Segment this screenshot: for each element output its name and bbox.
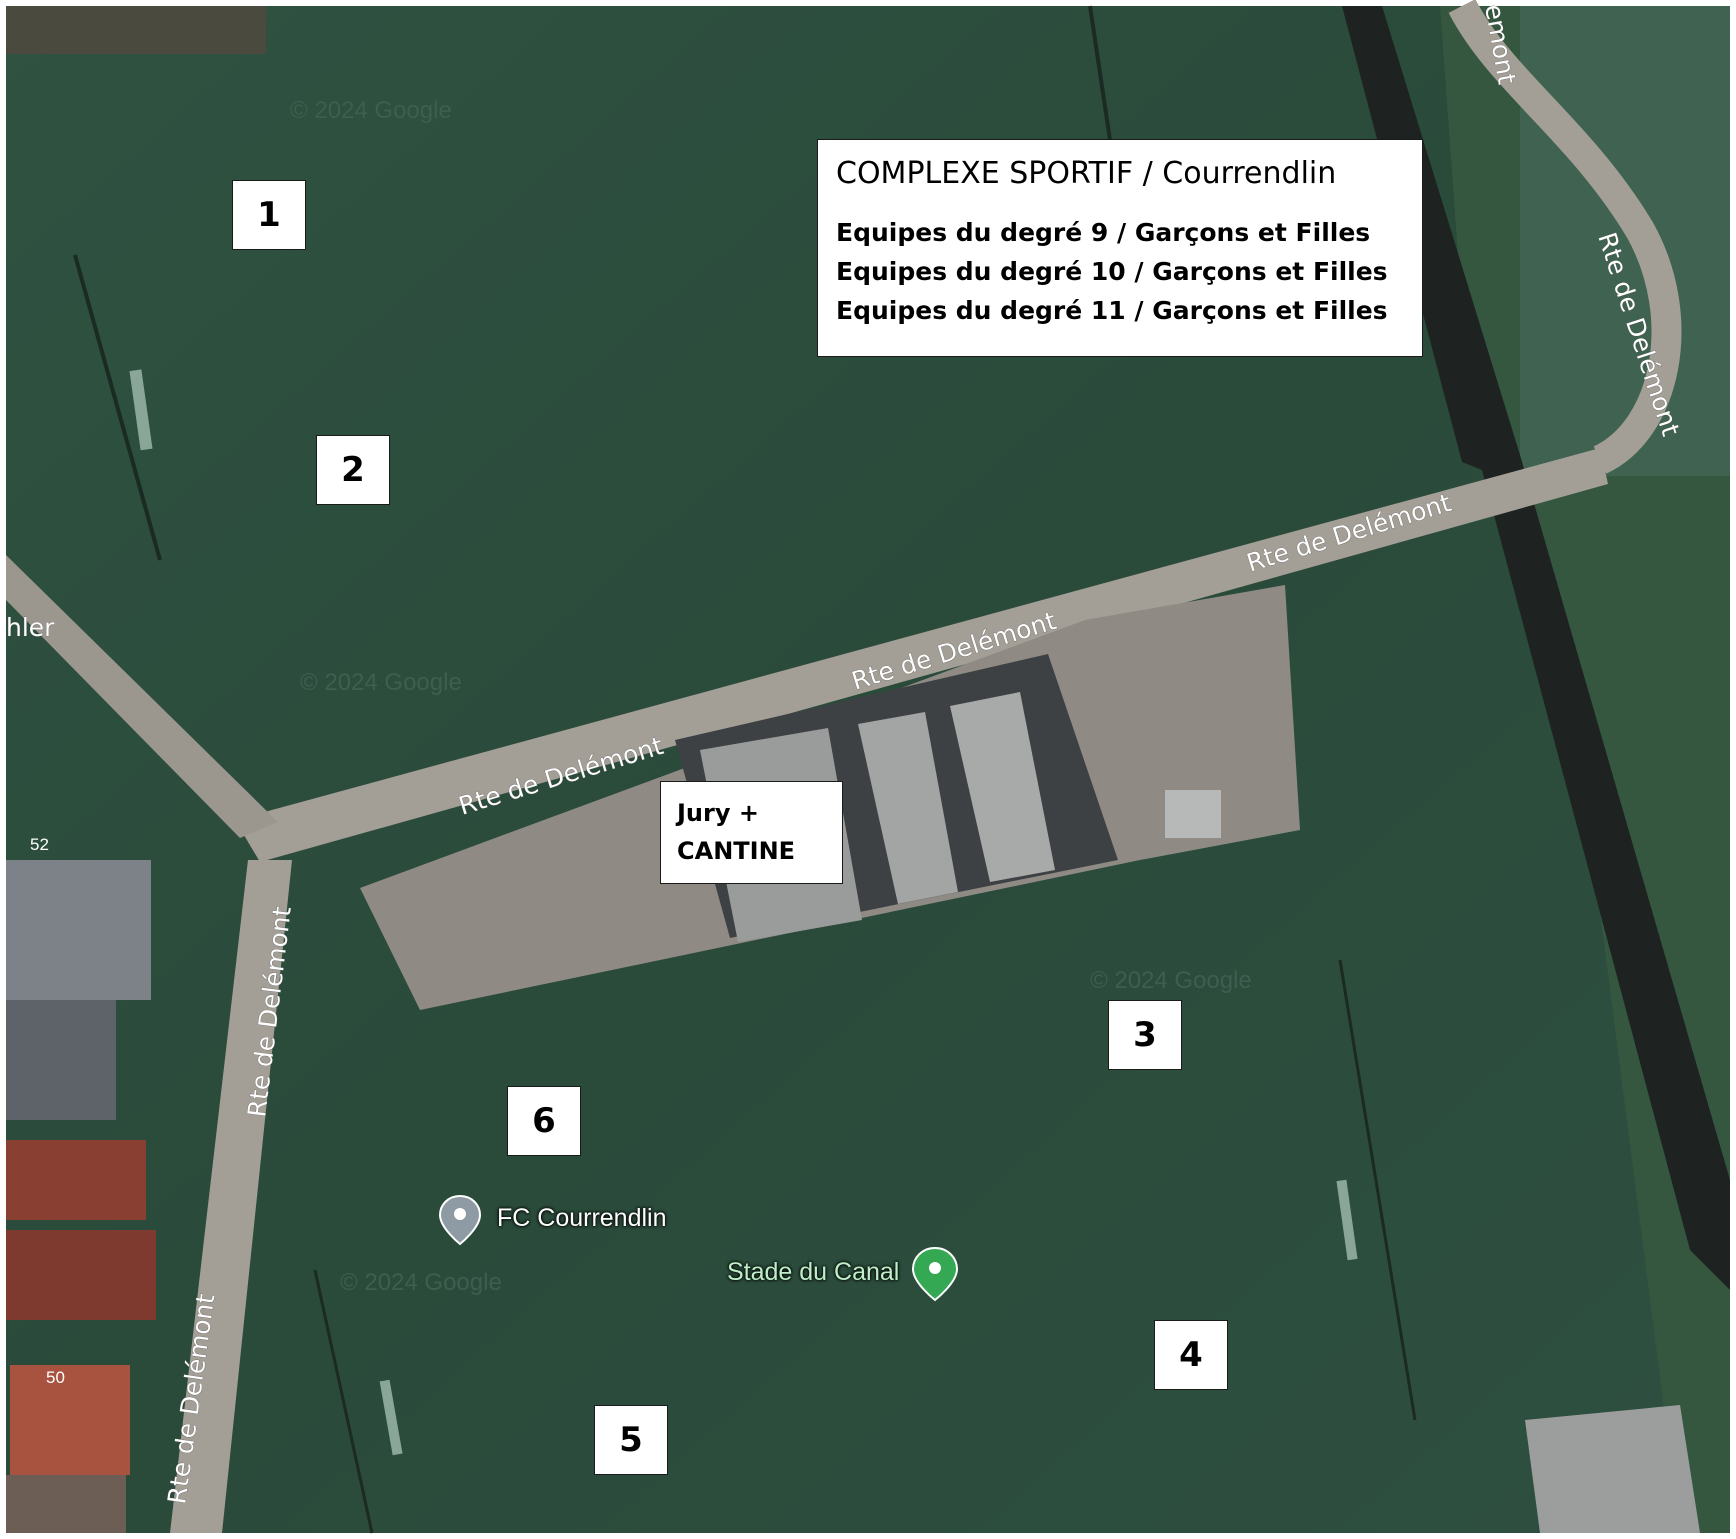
jury-line: Jury +	[677, 799, 759, 827]
poi-stade-du-canal[interactable]: Stade du Canal	[727, 1258, 900, 1286]
watermark-4: © 2024 Google	[340, 1269, 502, 1296]
left-road	[170, 860, 292, 1533]
goal-1	[129, 369, 153, 451]
road-curve-right	[1448, 0, 1682, 474]
building-bottom-right	[1525, 1405, 1700, 1533]
pin-green-icon[interactable]	[911, 1246, 959, 1302]
house-5	[10, 1365, 130, 1475]
crop-field	[1520, 6, 1730, 476]
house-1	[6, 860, 151, 1000]
field-label-5: 5	[594, 1405, 668, 1475]
upper-left-road	[6, 555, 278, 838]
house-3	[6, 1140, 146, 1220]
canal	[1342, 6, 1730, 1290]
info-line-3: Equipes du degré 11 / Garçons et Filles	[836, 296, 1388, 325]
pin-grey-icon[interactable]	[438, 1194, 482, 1246]
goal-3	[379, 1379, 403, 1456]
light-post-3	[1338, 959, 1417, 1421]
house-number-50: 50	[46, 1368, 65, 1387]
light-post-4	[313, 1269, 374, 1534]
house-2	[6, 1000, 116, 1120]
cantine-line: CANTINE	[677, 837, 796, 865]
house-4	[6, 1230, 156, 1320]
road-label-partial: hler	[6, 613, 55, 642]
field-label-3: 3	[1108, 1000, 1182, 1070]
small-shed	[1165, 790, 1221, 838]
field-label-1: 1	[232, 180, 306, 250]
watermark-2: © 2024 Google	[300, 669, 462, 696]
jury-cantine-box: Jury + CANTINE	[660, 781, 843, 884]
building-roof-2	[858, 712, 958, 904]
house-number-52: 52	[30, 835, 49, 854]
light-post-1	[73, 254, 162, 561]
goal-2	[1336, 1179, 1358, 1261]
info-line-1: Equipes du degré 9 / Garçons et Filles	[836, 218, 1371, 247]
field-label-4: 4	[1154, 1320, 1228, 1390]
light-post-2	[1088, 5, 1112, 141]
info-title: COMPLEXE SPORTIF / Courrendlin	[836, 156, 1337, 191]
info-box: COMPLEXE SPORTIF / Courrendlin Equipes d…	[817, 139, 1423, 357]
building-roof-3	[950, 692, 1055, 882]
house-6	[6, 1475, 126, 1533]
poi-fc-courrendlin[interactable]: FC Courrendlin	[497, 1204, 667, 1232]
main-road	[235, 448, 1608, 862]
field-label-2: 2	[316, 435, 390, 505]
info-line-2: Equipes du degré 10 / Garçons et Filles	[836, 257, 1388, 286]
watermark-1: © 2024 Google	[290, 97, 452, 124]
top-edge-strip	[6, 6, 266, 54]
field-label-6: 6	[507, 1086, 581, 1156]
watermark-3: © 2024 Google	[1090, 967, 1252, 994]
